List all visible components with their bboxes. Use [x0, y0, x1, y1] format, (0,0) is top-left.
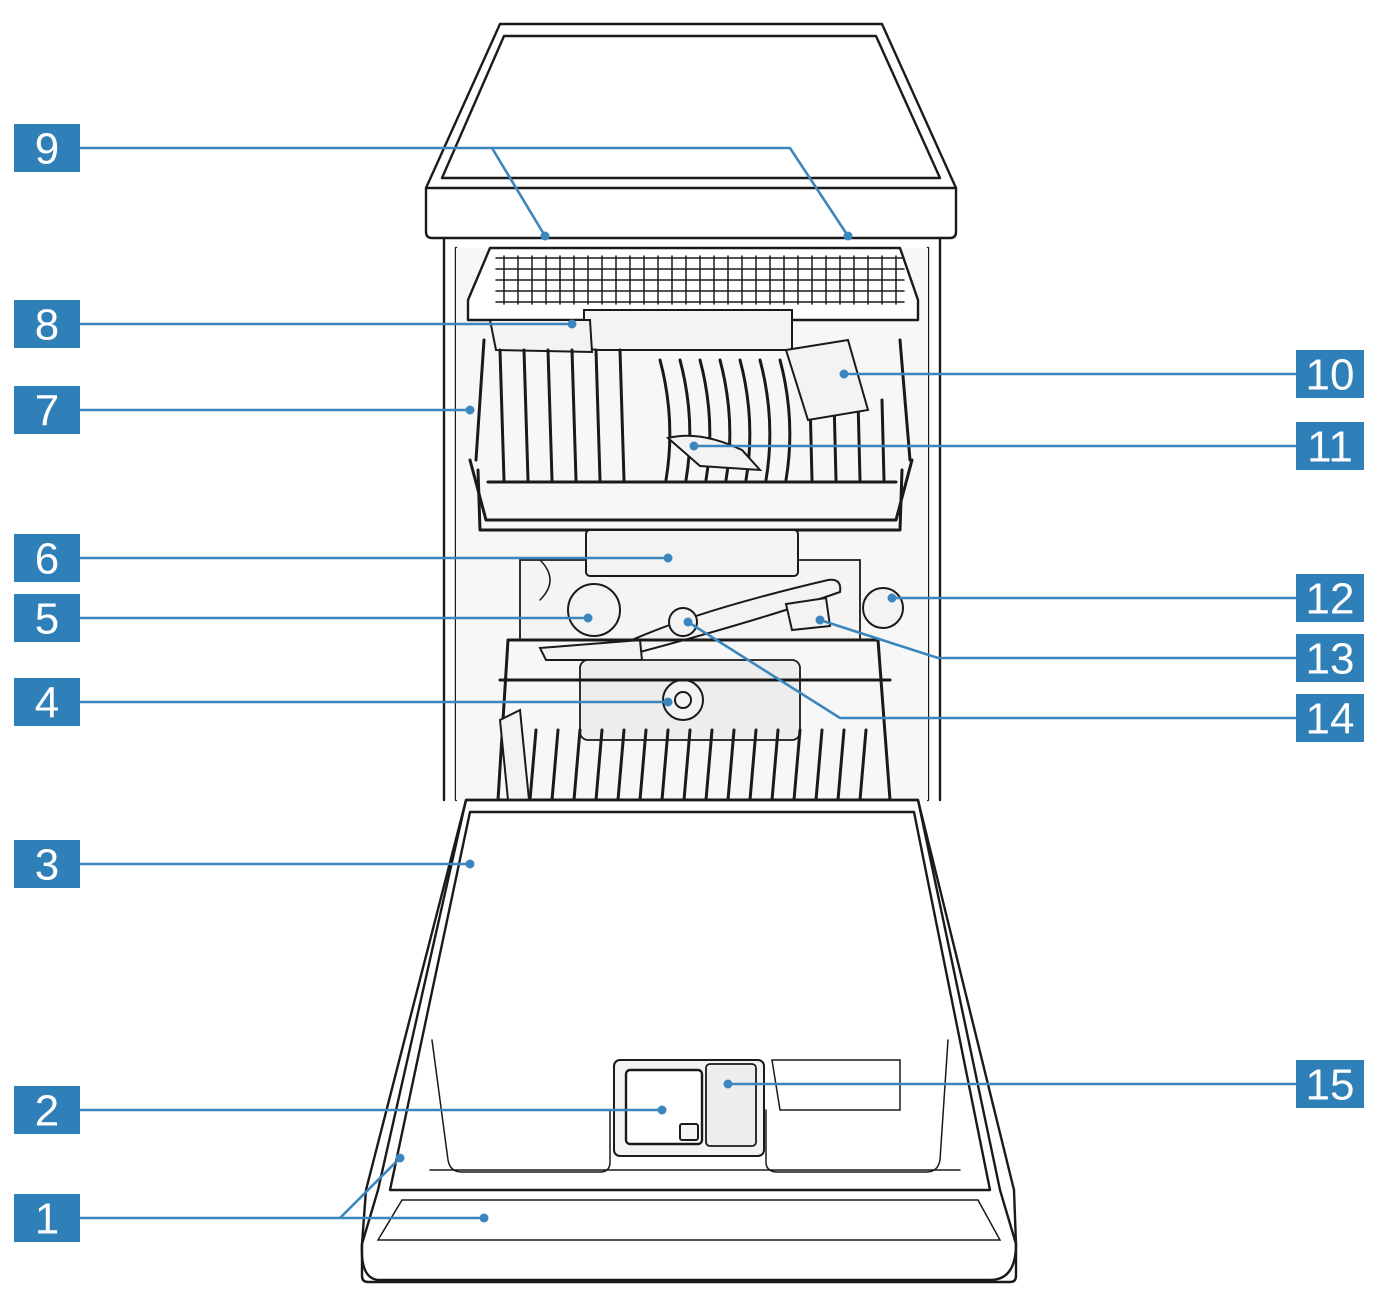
leader-5 [80, 613, 593, 623]
leader-8 [80, 319, 577, 329]
leader-15 [723, 1079, 1296, 1089]
svg-text:9: 9 [35, 125, 59, 174]
callout-6: 6 [14, 534, 80, 584]
callout-14: 14 [1296, 694, 1364, 744]
leader-9 [80, 146, 853, 241]
svg-text:4: 4 [35, 679, 59, 728]
leader-1 [80, 1153, 489, 1223]
callout-3: 3 [14, 840, 80, 890]
callout-1: 1 [14, 1194, 80, 1244]
svg-text:14: 14 [1306, 695, 1355, 744]
svg-text:12: 12 [1306, 575, 1355, 624]
svg-text:7: 7 [35, 387, 59, 436]
callout-5: 5 [14, 594, 80, 644]
callout-7: 7 [14, 386, 80, 436]
svg-text:1: 1 [35, 1195, 59, 1244]
side-outlet [862, 587, 904, 629]
svg-text:3: 3 [35, 841, 59, 890]
leader-3 [80, 859, 475, 869]
callout-10: 10 [1296, 350, 1364, 400]
callout-13: 13 [1296, 634, 1364, 684]
leader-13 [815, 615, 1296, 660]
svg-text:8: 8 [35, 301, 59, 350]
dishwasher-illustration [360, 22, 1018, 1284]
cutlery-tray [466, 246, 920, 354]
callout-badges: 1 2 3 4 5 6 7 8 [14, 124, 1364, 1244]
leader-14 [683, 617, 1296, 720]
svg-text:2: 2 [35, 1087, 59, 1136]
door [360, 798, 1018, 1284]
leader-2 [80, 1105, 667, 1115]
worktop [424, 22, 958, 240]
leader-4 [80, 697, 673, 707]
callout-11: 11 [1296, 422, 1364, 472]
detergent-dispenser [613, 1059, 765, 1157]
callout-15: 15 [1296, 1060, 1364, 1110]
svg-text:10: 10 [1306, 351, 1355, 400]
leader-12 [887, 593, 1296, 603]
svg-text:6: 6 [35, 535, 59, 584]
callout-12: 12 [1296, 574, 1364, 624]
upper-spray-arm [538, 578, 842, 661]
svg-text:5: 5 [35, 595, 59, 644]
svg-text:13: 13 [1306, 635, 1355, 684]
upper-basket [468, 338, 914, 577]
leader-7 [80, 405, 475, 415]
callout-9: 9 [14, 124, 80, 174]
leader-11 [689, 441, 1296, 451]
leader-6 [80, 553, 673, 563]
leader-10 [839, 369, 1296, 379]
callout-2: 2 [14, 1086, 80, 1136]
callout-4: 4 [14, 678, 80, 728]
callout-8: 8 [14, 300, 80, 350]
callout-leaders [80, 146, 1296, 1223]
svg-text:15: 15 [1306, 1061, 1355, 1110]
svg-text:11: 11 [1307, 423, 1353, 472]
